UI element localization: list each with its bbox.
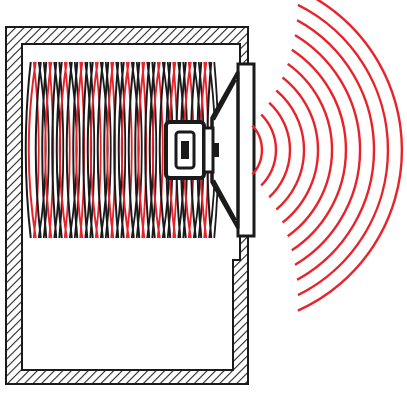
- inner-wave-black: [134, 61, 141, 239]
- inner-wave-black: [34, 61, 42, 239]
- inner-wave-black: [51, 61, 58, 239]
- sound-wave-arc: [294, 34, 362, 266]
- inner-wave-red: [151, 61, 161, 239]
- sound-wave-arc: [297, 3, 390, 297]
- inner-wave-red: [125, 61, 133, 239]
- sound-wave-arc: [275, 89, 306, 211]
- dust-cap: [213, 143, 219, 157]
- cone-inner-top: [213, 79, 237, 121]
- inner-wave-red: [44, 61, 53, 239]
- inner-wave-black: [127, 61, 135, 239]
- inner-wave-black: [158, 61, 166, 239]
- inner-wave-black: [73, 61, 81, 239]
- inner-wave-black: [24, 61, 32, 239]
- inner-wave-black: [82, 61, 89, 239]
- inner-wave-red: [106, 61, 115, 239]
- cabinet-wall: [5, 26, 249, 385]
- inner-wave-black: [117, 61, 125, 239]
- inner-wave-red: [120, 61, 130, 239]
- inner-wave-black: [104, 61, 112, 239]
- inner-wave-black: [113, 61, 120, 239]
- inner-wave-black: [151, 61, 158, 239]
- inner-wave-red: [89, 61, 99, 239]
- inner-wave-black: [58, 61, 65, 239]
- inner-wave-black: [41, 61, 48, 239]
- voice-coil: [181, 141, 189, 159]
- inner-wave-red: [27, 61, 37, 239]
- speaker-driver: [164, 62, 256, 238]
- sound-wave-arc: [287, 62, 334, 238]
- sound-wave-arc: [251, 124, 264, 176]
- cone-inner-bottom: [213, 179, 237, 221]
- sound-wave-arc: [296, 19, 376, 281]
- cabinet: [5, 26, 249, 385]
- inner-wave-black: [89, 61, 96, 239]
- inner-wave-black: [135, 61, 143, 239]
- inner-wave-black: [42, 61, 50, 239]
- inner-wave-black: [144, 61, 151, 239]
- baffle-plate: [236, 62, 256, 238]
- sound-wave-arc: [260, 113, 278, 187]
- pole-piece: [202, 126, 215, 174]
- sound-wave-arc: [281, 76, 320, 224]
- sound-wave-arc: [268, 101, 292, 199]
- inner-wave-red: [75, 61, 84, 239]
- inner-wave-black: [120, 61, 127, 239]
- inner-wave-red: [63, 61, 71, 239]
- inner-wave-red: [58, 61, 68, 239]
- inner-wave-red: [156, 61, 164, 239]
- inner-wave-black: [148, 61, 156, 239]
- inner-wave-black: [65, 61, 73, 239]
- sound-wave-arc: [297, 0, 404, 312]
- inner-wave-black: [72, 61, 79, 239]
- inner-wave-red: [32, 61, 40, 239]
- inner-wave-black: [103, 61, 110, 239]
- inner-wave-black: [55, 61, 63, 239]
- inner-wave-red: [94, 61, 102, 239]
- inner-wave-black: [86, 61, 94, 239]
- inner-wave-red: [137, 61, 146, 239]
- inner-wave-black: [96, 61, 104, 239]
- sound-waves: [251, 0, 404, 312]
- sound-wave-arc: [291, 48, 348, 252]
- inner-waves: [24, 61, 220, 239]
